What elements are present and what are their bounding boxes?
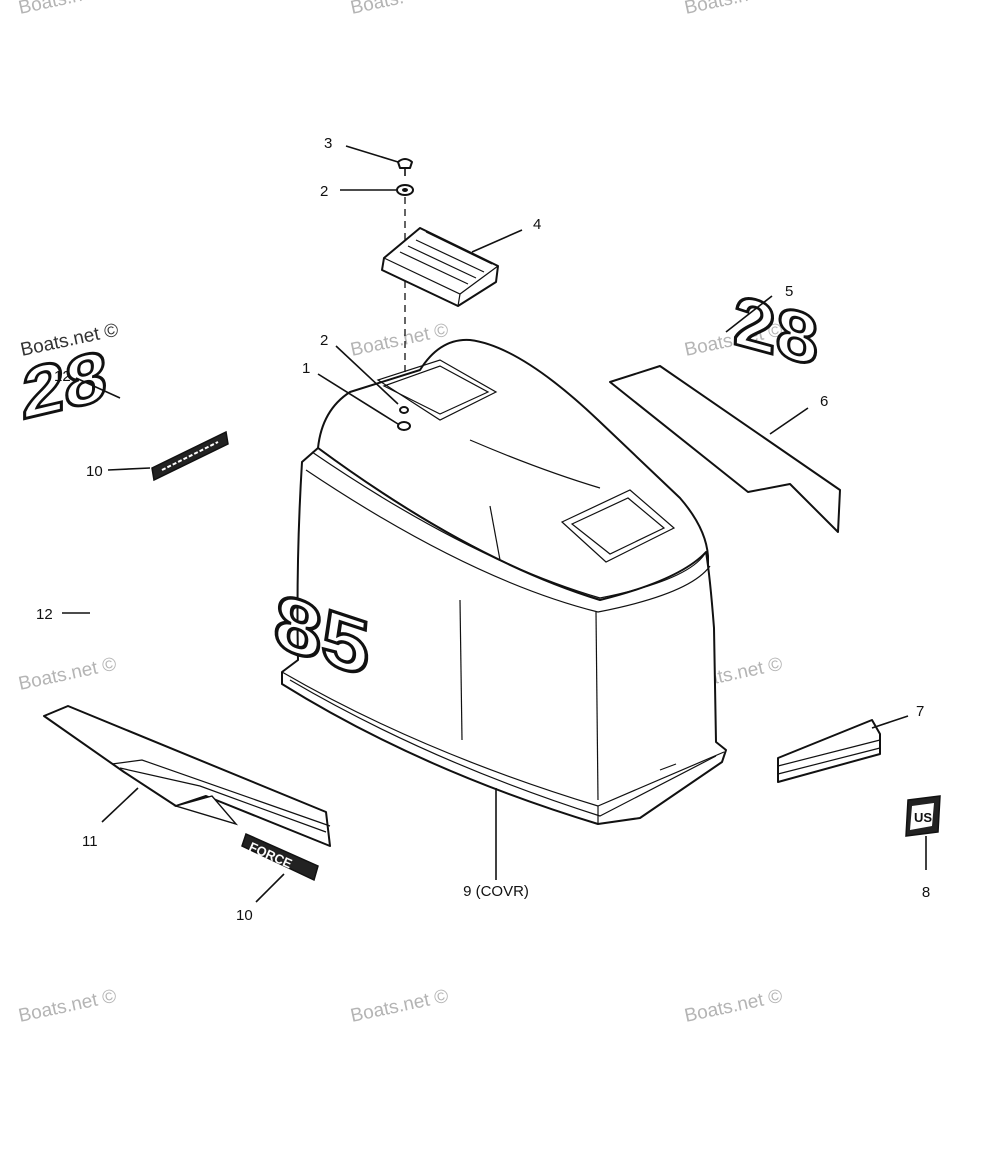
watermark-top-center: Boats. (349, 0, 406, 19)
callout-10-top: 10 (86, 463, 103, 480)
watermark-center-lower: Boats.net © (349, 986, 451, 1027)
part-6-stripe-decal[interactable] (609, 365, 841, 533)
callout-10-bottom: 10 (236, 907, 253, 924)
watermark-left-middle: Boats.net © (17, 654, 119, 695)
part-3-screw[interactable] (397, 158, 413, 176)
part-8-us-badge[interactable]: US (905, 795, 941, 837)
callout-9-cover: 9 (COVR) (463, 883, 529, 900)
part-10-force-decal[interactable]: FORCE (241, 832, 319, 882)
part-5-decal-28-right[interactable]: 28 (731, 278, 822, 383)
callout-2-middle: 2 (320, 332, 328, 349)
callout-11: 11 (82, 833, 98, 850)
part-2-washer[interactable] (396, 184, 414, 196)
watermark-top-right: Boats.net © (683, 0, 785, 19)
callout-labels: 3 2 4 5 12 2 1 10 6 12 7 11 10 9 (COVR) … (36, 135, 930, 924)
callout-8: 8 (922, 884, 930, 901)
decal-number-28-right: 28 (732, 279, 820, 381)
callout-12-bottom: 12 (36, 606, 53, 623)
part-4-access-cover[interactable] (381, 227, 499, 307)
watermark-right-lower: Boats.net © (683, 986, 785, 1027)
callout-4: 4 (533, 216, 541, 233)
leader-lines (62, 145, 927, 903)
part-7-side-stripe[interactable] (777, 719, 881, 783)
part-11-stripe-decal[interactable] (43, 705, 331, 847)
callout-2-top: 2 (320, 183, 328, 200)
badge-text: US (914, 810, 932, 825)
watermark-top-left: Boats.net © (17, 0, 119, 19)
callout-1: 1 (302, 360, 310, 377)
callout-6: 6 (820, 393, 828, 410)
callout-3: 3 (324, 135, 332, 152)
watermark-left-lower: Boats.net © (17, 986, 119, 1027)
callout-5: 5 (785, 283, 793, 300)
part-10-brand-decal-top[interactable] (151, 430, 229, 482)
callout-12-top: 12 (54, 368, 71, 385)
part-9-engine-cover[interactable] (281, 338, 727, 825)
decal-force-text: FORCE (247, 839, 295, 871)
callout-7: 7 (916, 703, 924, 720)
